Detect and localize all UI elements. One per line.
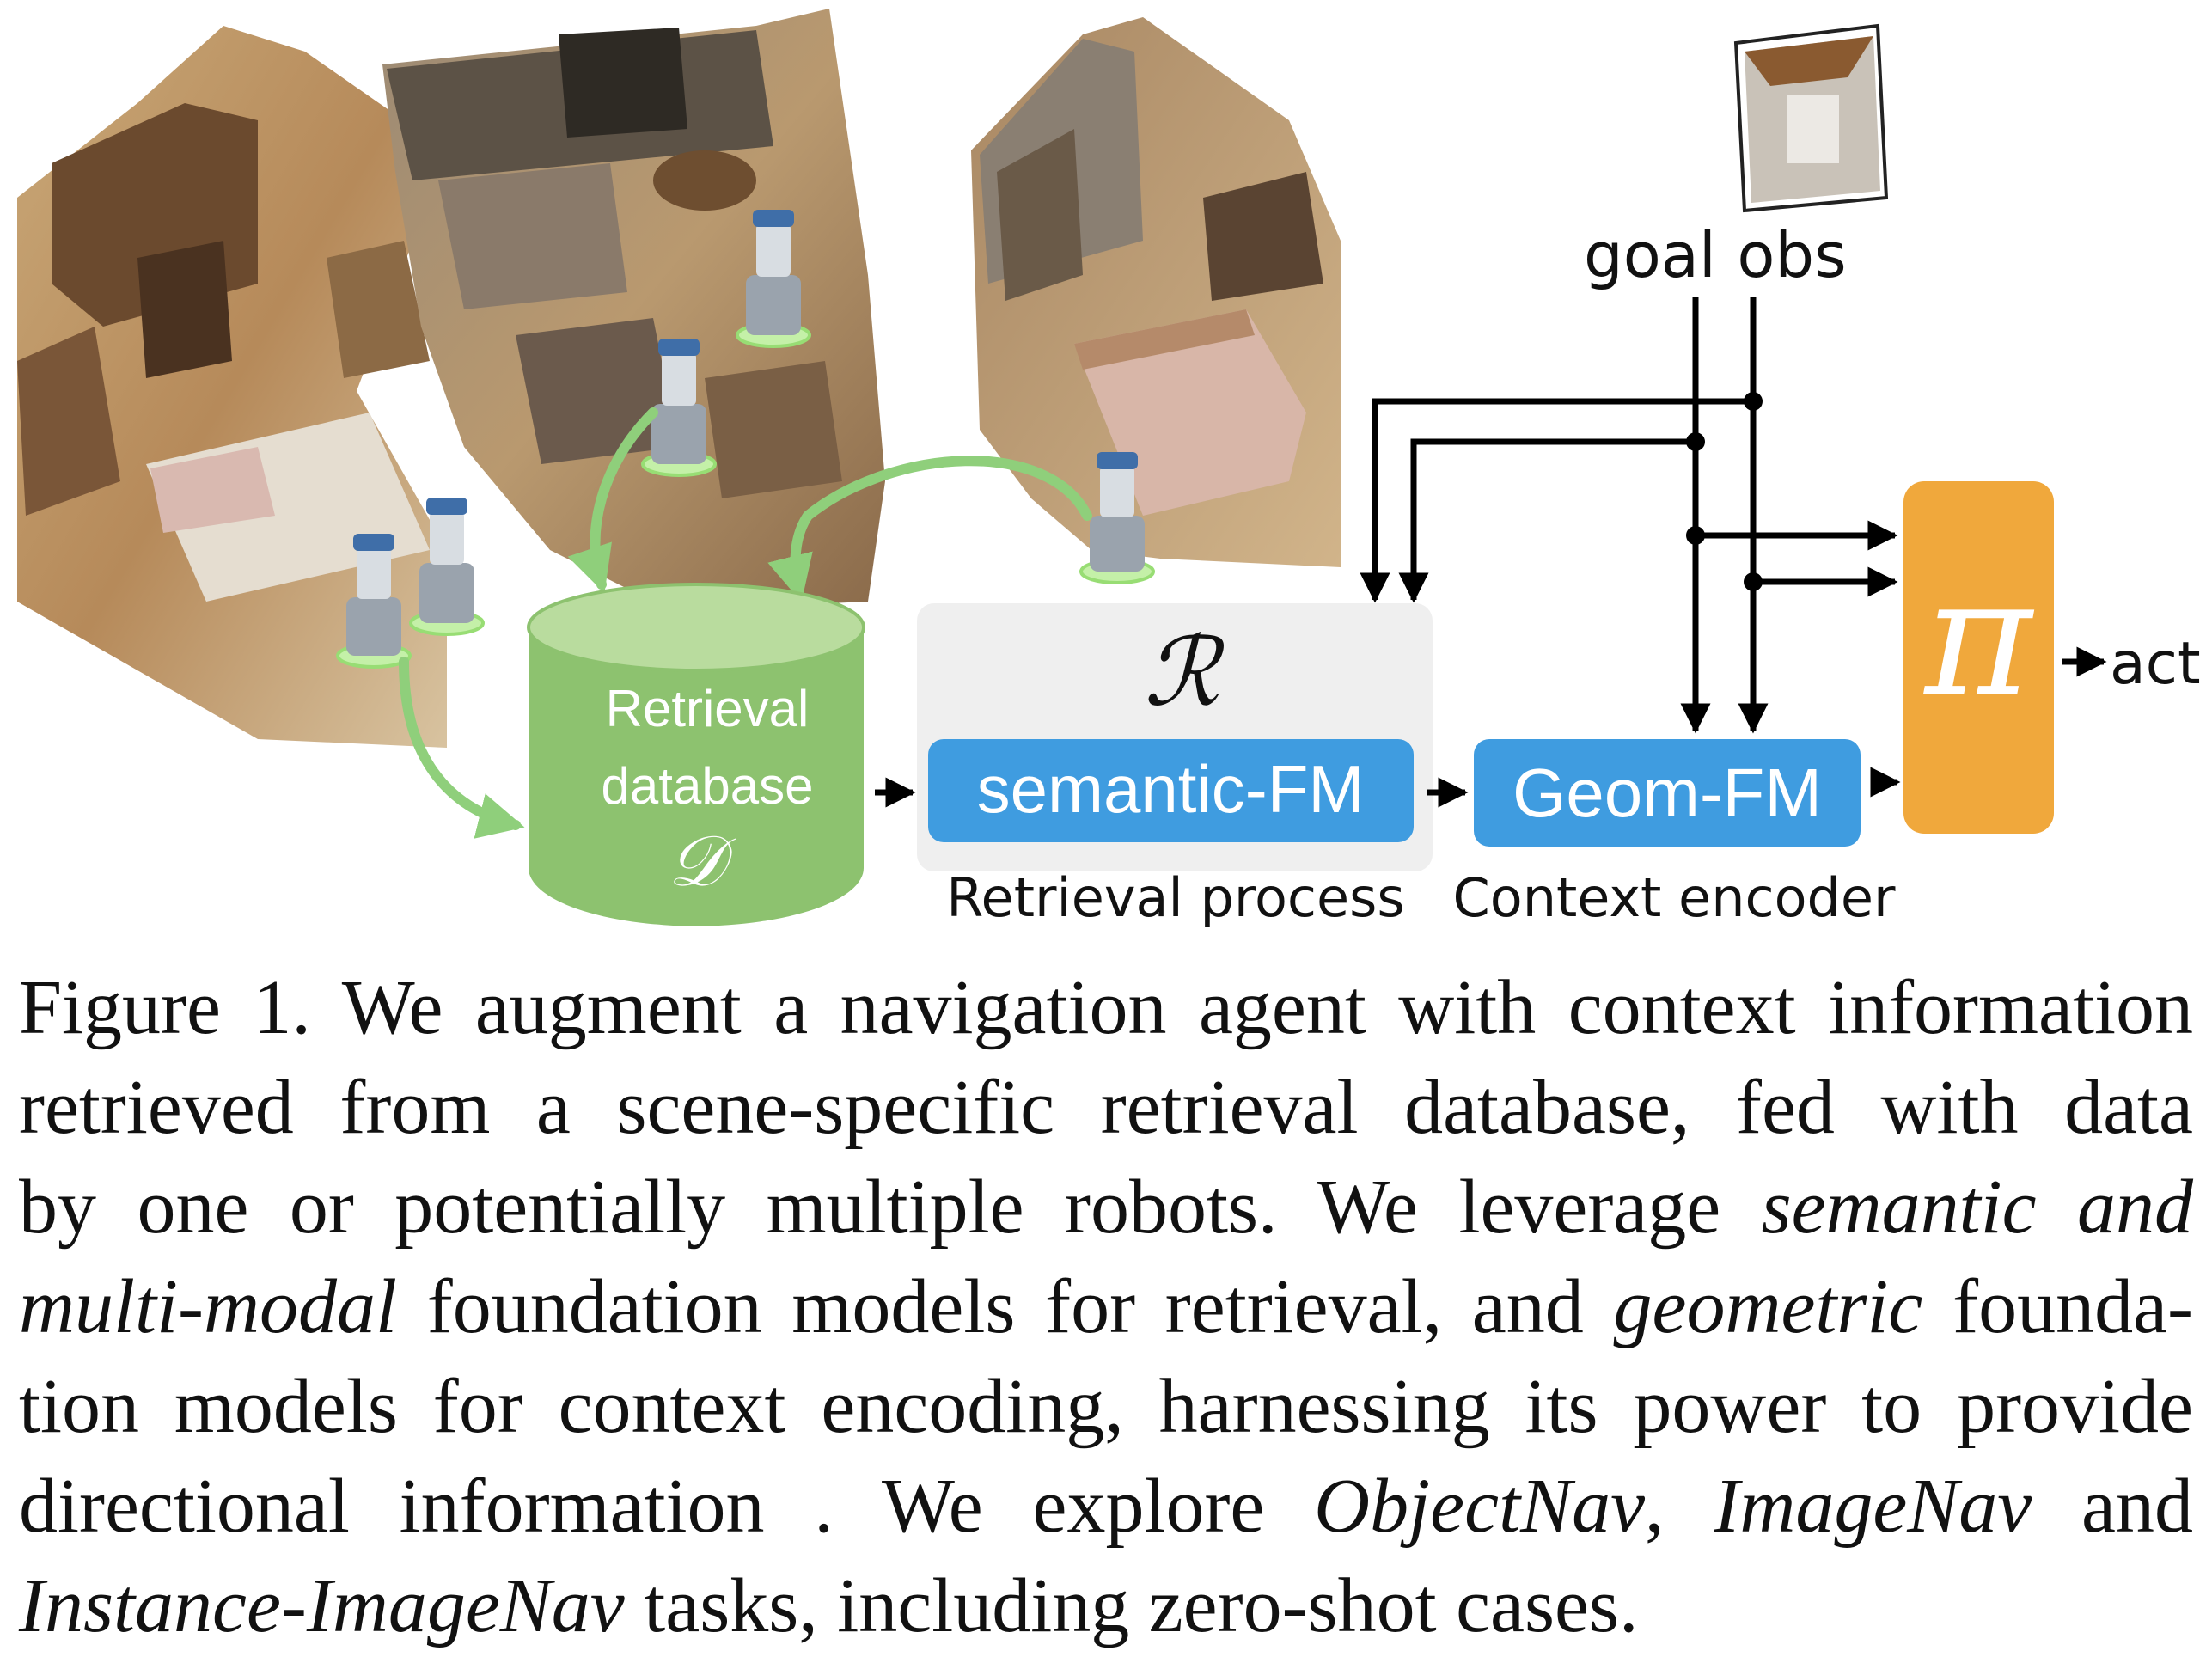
caption-line: directional information . We explore Obj…	[19, 1457, 2193, 1556]
robot-to-database-arrow	[567, 407, 658, 594]
scene-center-room	[382, 9, 885, 610]
junction-dots	[1686, 392, 1763, 591]
caption-italic-text: Instance-ImageNav	[19, 1563, 625, 1648]
caption-line: tion models for context encoding, harnes…	[19, 1357, 2193, 1457]
obs-to-retrieval-line	[1360, 398, 1753, 603]
semantic-fm-label: semantic-FM	[977, 751, 1365, 827]
robot-icon	[1079, 452, 1155, 584]
geom-fm-label: Geom-FM	[1512, 755, 1822, 831]
database-label-line2: database	[602, 757, 814, 815]
geom-fm-box: Geom-FM	[1474, 739, 1861, 847]
caption-text: Figure 1. We augment a navigation agent …	[19, 965, 2193, 1050]
context-encoder-label: Context encoder	[1452, 866, 1896, 929]
caption-italic-text: semantic and	[1761, 1165, 2194, 1250]
caption-text: and	[2032, 1464, 2193, 1549]
connector-lines	[875, 297, 2107, 808]
robot-icon	[336, 534, 412, 669]
caption-italic-text: multi-modal	[19, 1264, 397, 1349]
robot-icon	[641, 339, 717, 477]
retrieval-symbol: ℛ	[1144, 617, 1225, 727]
retrieval-process-label: Retrieval process	[946, 866, 1404, 929]
caption-text: ,	[1645, 1464, 1714, 1549]
caption-text: by one or potentially multiple robots. W…	[19, 1165, 1762, 1250]
caption-text: foundation models for retrieval, and	[396, 1264, 1614, 1349]
data-flow-arrows	[399, 407, 1092, 839]
caption-italic-text: ImageNav	[1714, 1464, 2032, 1549]
caption-line: multi-modal foundation models for retrie…	[19, 1257, 2193, 1357]
goal-label: goal	[1584, 219, 1716, 291]
caption-text: tasks, including zero-shot cases.	[624, 1563, 1639, 1648]
retrieval-database: Retrieval database 𝒟	[527, 583, 865, 926]
figure-caption: Figure 1. We augment a navigation agent …	[19, 958, 2193, 1656]
caption-italic-text: geometric	[1613, 1264, 1923, 1349]
caption-italic-text: ObjectNav	[1314, 1464, 1646, 1549]
policy-symbol: π	[1923, 543, 2035, 733]
robot-icon	[736, 210, 811, 348]
goal-image-thumbnail	[1733, 23, 1889, 213]
caption-line: Figure 1. We augment a navigation agent …	[19, 958, 2193, 1058]
caption-text: directional information . We explore	[19, 1464, 1315, 1549]
figure-diagram: Retrieval database 𝒟 ℛ semantic-FM Geom-…	[17, 9, 2201, 929]
robot-group	[336, 210, 1155, 669]
caption-line: by one or potentially multiple robots. W…	[19, 1158, 2193, 1257]
policy-box: π	[1903, 481, 2054, 834]
goal-to-retrieval-line	[1398, 438, 1696, 603]
database-to-robot-arrow	[767, 456, 1092, 602]
scene-left-room	[17, 26, 447, 748]
caption-text: retrieved from a scene-specific retrieva…	[19, 1065, 2193, 1150]
caption-text: founda-	[1922, 1264, 2193, 1349]
caption-line: retrieved from a scene-specific retrieva…	[19, 1058, 2193, 1158]
semantic-fm-box: semantic-FM	[928, 739, 1414, 842]
obs-label: obs	[1737, 219, 1846, 291]
robot-to-database-arrow	[399, 657, 525, 839]
caption-text: tion models for context encoding, harnes…	[19, 1364, 2193, 1449]
act-label: act	[2110, 630, 2201, 698]
robot-icon	[409, 498, 485, 636]
scene-right-room	[971, 17, 1341, 567]
database-label-line1: Retrieval	[606, 680, 810, 737]
caption-line: Instance-ImageNav tasks, including zero-…	[19, 1556, 2193, 1656]
